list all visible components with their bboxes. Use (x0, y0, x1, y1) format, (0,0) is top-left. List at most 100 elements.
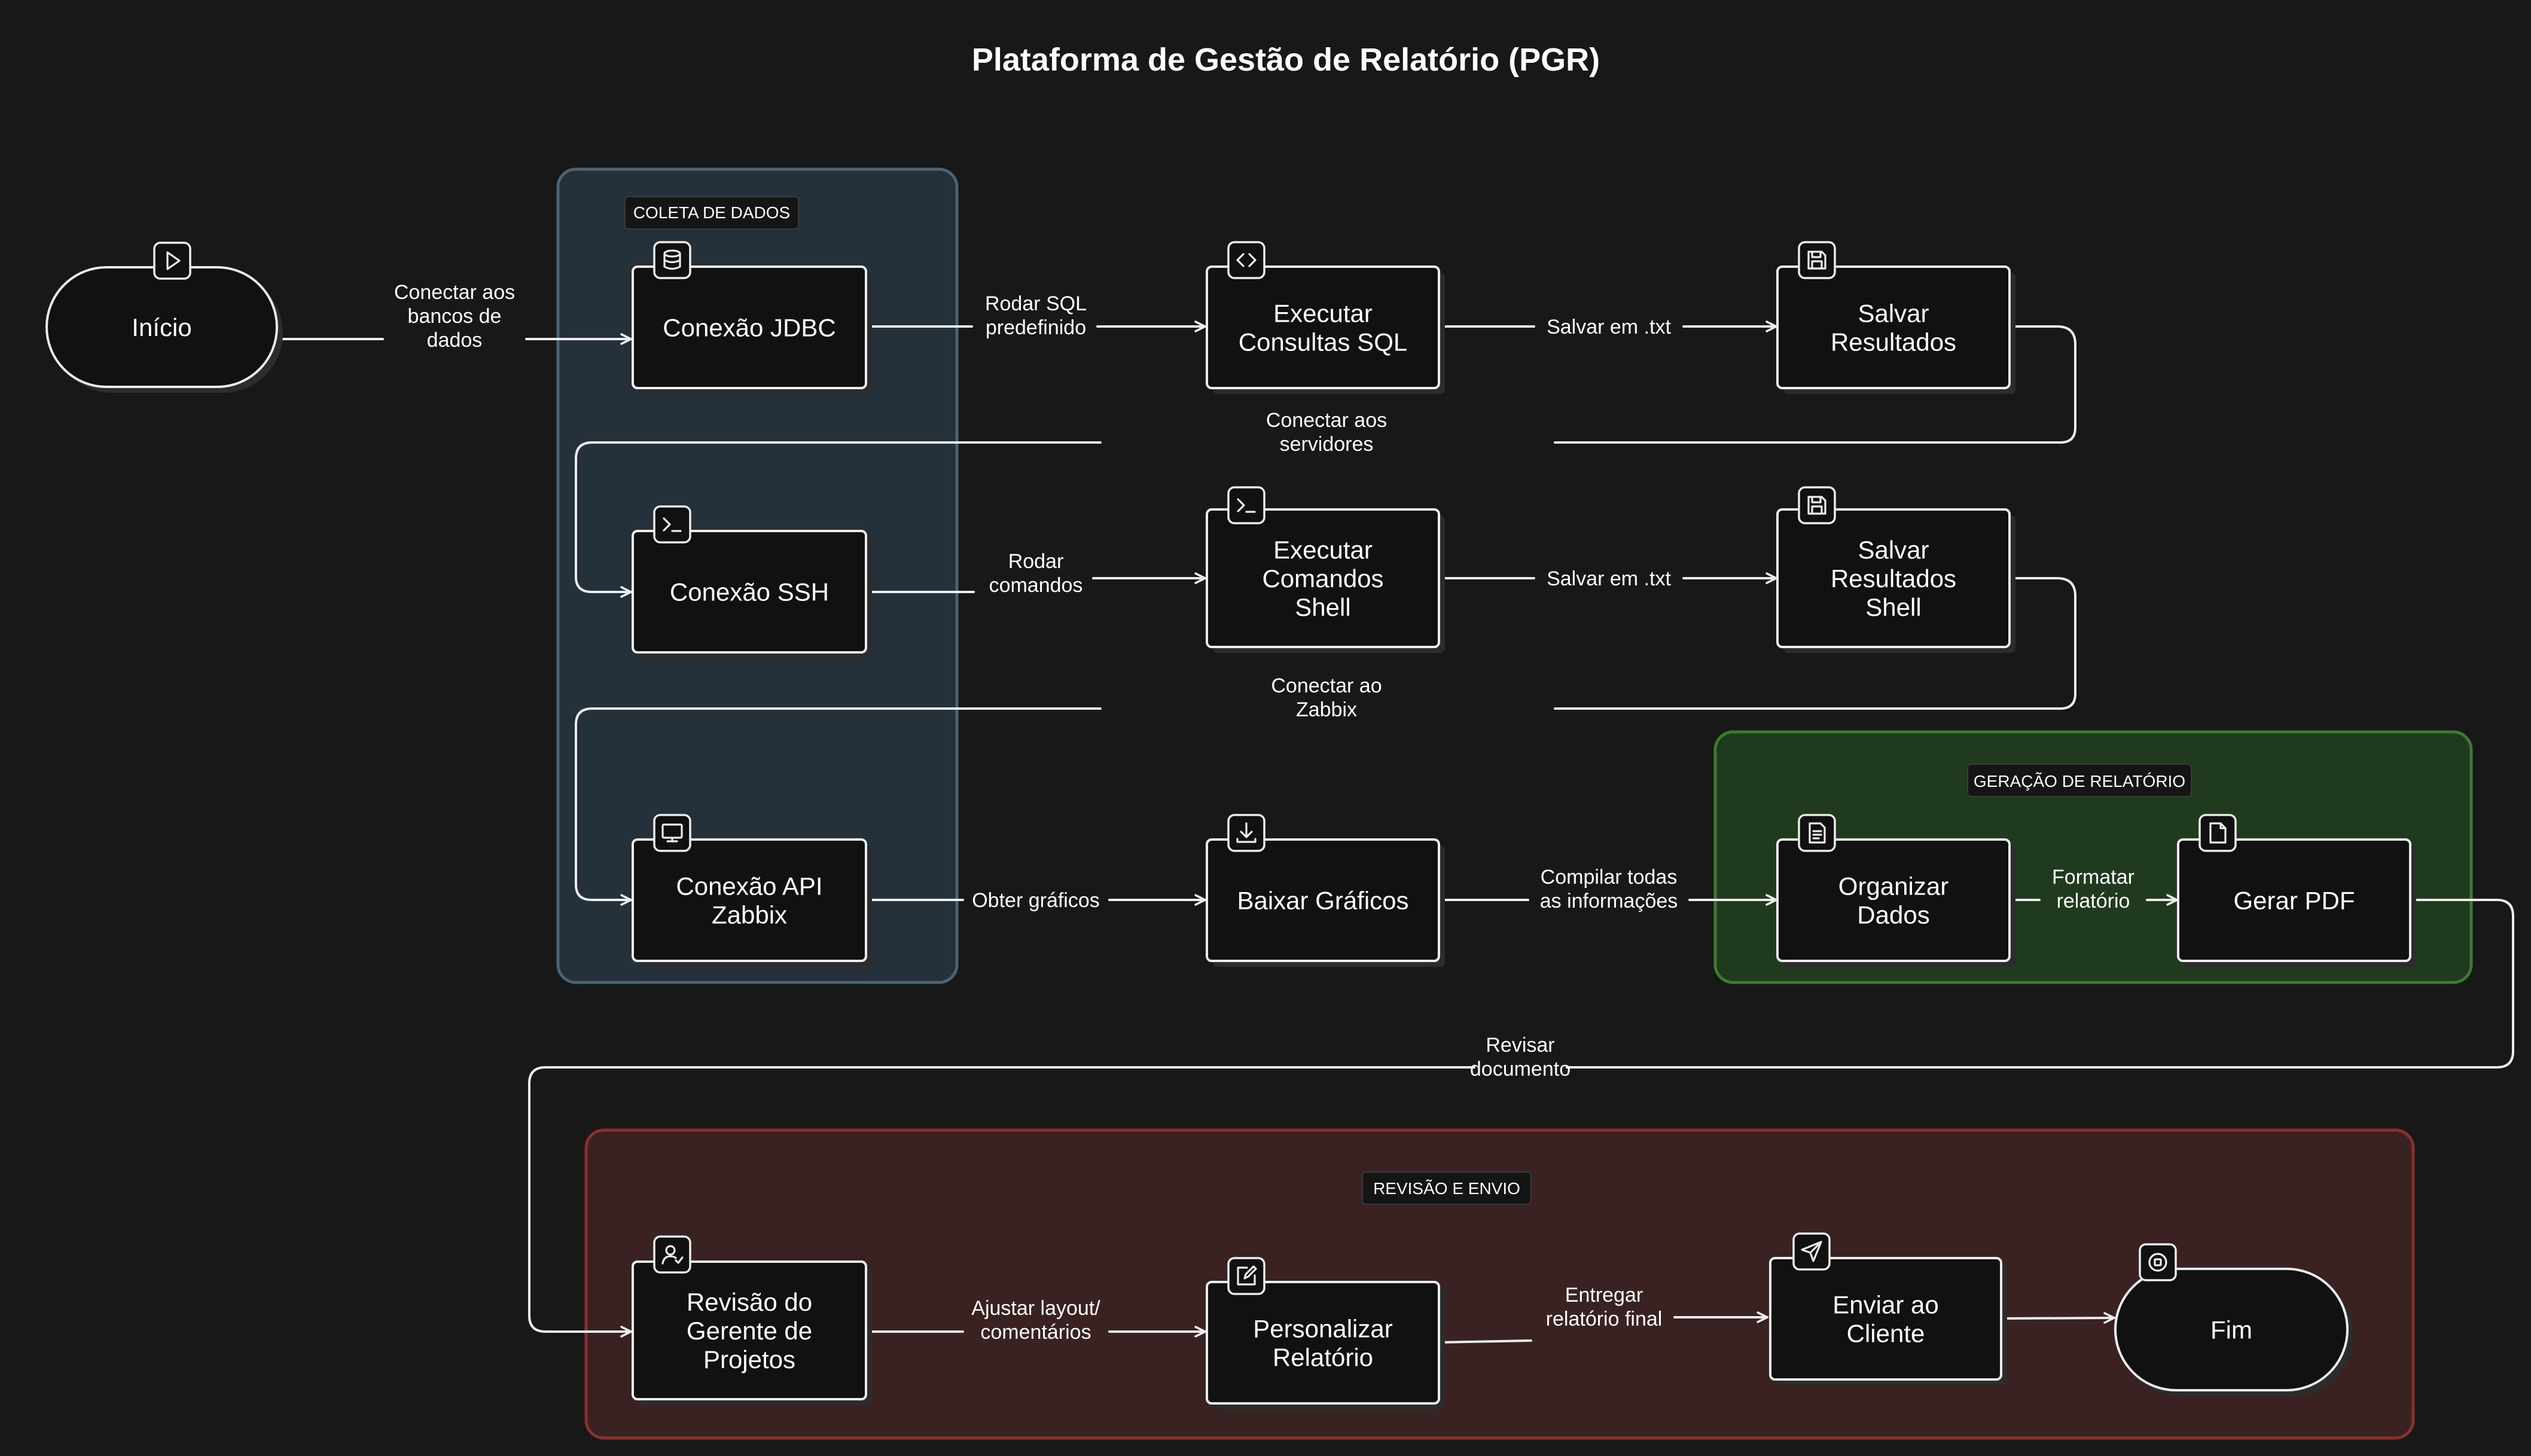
edge-label-e3: Salvar em .txt (1547, 316, 1671, 338)
node-label: Enviar ao (1832, 1291, 1938, 1319)
edge-label-line: Conectar aos (394, 281, 515, 304)
edge-label-line: comandos (989, 574, 1083, 597)
node-box (1776, 508, 2011, 648)
user-check-icon (653, 1235, 691, 1274)
edge-label-line: servidores (1280, 433, 1374, 456)
terminal-icon (1227, 486, 1266, 524)
edge-label-line: Obter gráficos (972, 889, 1100, 912)
edge-label-e6: Salvar em .txt (1547, 567, 1671, 590)
node-box (1776, 838, 2011, 962)
node-box (1206, 508, 1440, 648)
node-box (2177, 838, 2411, 962)
node-label: Salvar (1858, 536, 1929, 564)
group-label-coleta: COLETA DE DADOS (633, 203, 790, 222)
edge-salvar-ssh (575, 325, 2076, 592)
node-label: Conexão API (676, 872, 822, 901)
code-icon (1227, 241, 1266, 279)
node-box (632, 530, 867, 654)
edge-label-line: Conectar aos (1266, 409, 1387, 432)
node-jdbc: Conexão JDBC (632, 241, 872, 394)
node-label: Salvar (1858, 300, 1929, 328)
terminal-icon (653, 505, 691, 544)
node-label: Comandos (1262, 564, 1383, 593)
play-icon (153, 242, 191, 280)
diagram-title: Plataforma de Gestão de Relatório (PGR) (972, 42, 1600, 78)
save-icon (1798, 486, 1836, 524)
node-box (1769, 1257, 2002, 1381)
edit-icon (1227, 1257, 1266, 1295)
edge-salvar-zabbix (575, 577, 2076, 900)
node-label: Dados (1857, 901, 1929, 929)
edge-label-line: dados (427, 329, 483, 352)
node-ssh: Conexão SSH (632, 505, 872, 658)
node-label: Projetos (703, 1345, 795, 1373)
download-icon (1227, 814, 1266, 852)
node-box (632, 265, 867, 389)
edge-label-line: bancos de (408, 305, 502, 328)
node-label: Revisão do (687, 1288, 812, 1316)
edge-label-line: relatório final (1546, 1308, 1663, 1330)
edge-label-line: Compilar todas (1541, 866, 1678, 889)
edge-label-line: Salvar em .txt (1547, 567, 1671, 590)
monitor-icon (653, 814, 691, 852)
node-label: Conexão SSH (670, 578, 829, 606)
node-box (1776, 265, 2011, 389)
edge-label-line: Conectar ao (1271, 674, 1382, 697)
node-fim: Fim (2114, 1243, 2353, 1396)
node-label: Baixar Gráficos (1237, 887, 1408, 915)
edge-label-line: Salvar em .txt (1547, 316, 1671, 338)
node-label: Gerar PDF (2233, 887, 2355, 915)
node-label: Shell (1295, 593, 1350, 621)
node-label: Gerente de (687, 1317, 812, 1345)
node-label: Fim (2210, 1316, 2252, 1344)
edge-label-line: Formatar (2052, 866, 2134, 889)
node-box (632, 1260, 867, 1400)
edge-label-line: Entregar (1565, 1284, 1643, 1307)
edge-label-line: Zabbix (1296, 698, 1357, 721)
edge-personalizar-enviar (1438, 1317, 1767, 1344)
edge-label-line: predefinido (986, 316, 1086, 339)
node-label: Personalizar (1253, 1315, 1392, 1343)
node-box (632, 838, 867, 962)
node-label: Consultas SQL (1239, 328, 1407, 356)
document-icon (1798, 814, 1836, 852)
node-label: Relatório (1273, 1344, 1373, 1372)
edge-pdf-revisao (528, 899, 2514, 1332)
edge-label-line: relatório (2057, 890, 2130, 912)
edge-ssh-shell (866, 578, 1205, 593)
edge-label-e12: Ajustar layout/comentários (971, 1297, 1100, 1344)
node-label: Zabbix (712, 901, 787, 929)
edge-label-line: comentários (980, 1321, 1091, 1344)
node-label: Conexão JDBC (663, 314, 835, 342)
node-box (2114, 1268, 2349, 1391)
edges-layer (276, 325, 2514, 1344)
database-icon (653, 241, 691, 279)
edge-label-line: Revisar (1486, 1034, 1554, 1057)
node-box (1206, 265, 1440, 389)
save-icon (1798, 241, 1836, 279)
node-label: Cliente (1847, 1320, 1925, 1348)
node-pdf: Gerar PDF (2177, 814, 2416, 967)
group-label-geracao: GERAÇÃO DE RELATÓRIO (1974, 772, 2185, 790)
edge-label-line: documento (1470, 1058, 1571, 1080)
node-label: Executar (1273, 300, 1373, 328)
